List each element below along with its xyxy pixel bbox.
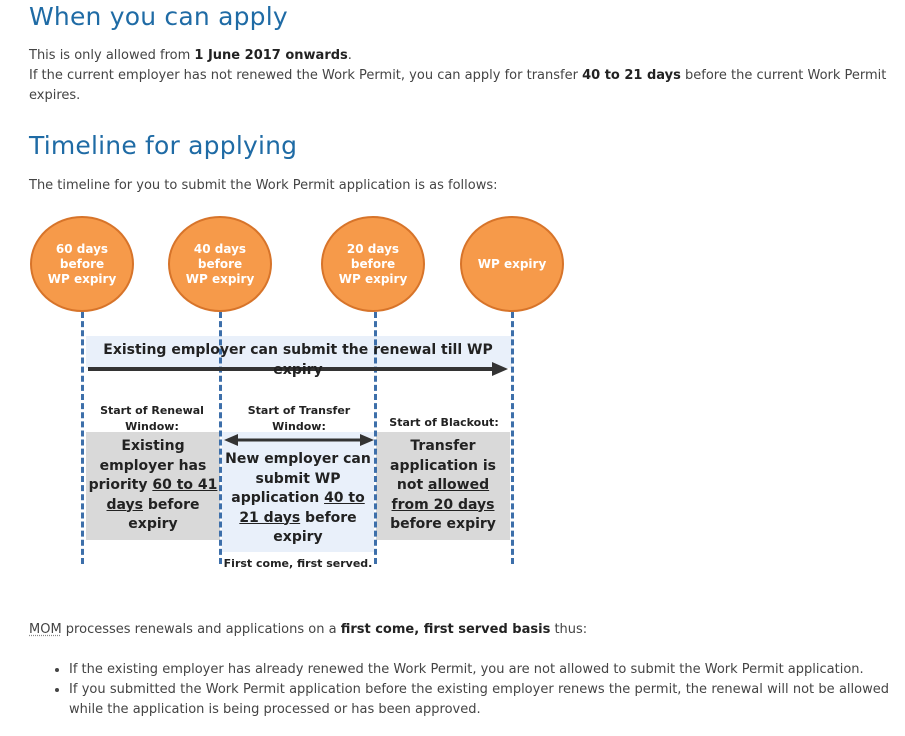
processing-paragraph: MOM processes renewals and applications …	[29, 620, 889, 640]
list-item: If you submitted the Work Permit applica…	[69, 680, 889, 720]
transfer-window-arrow	[224, 434, 374, 446]
line1-end: .	[347, 48, 352, 63]
timeline-marker-expiry	[511, 312, 514, 564]
heading-timeline: Timeline for applying	[29, 131, 298, 160]
transfer-window-box	[222, 432, 374, 552]
renewal-window-text: Existing employer has priority 60 to 41 …	[88, 438, 218, 532]
transfer-window-text: New employer can submit WP application 4…	[225, 451, 371, 545]
timeline-marker-40	[219, 312, 222, 564]
renewal-arrow	[88, 362, 508, 376]
mom-abbreviation[interactable]: MOM	[29, 622, 62, 637]
blackout-text: Transfer application is not allowed from…	[390, 438, 496, 532]
processing-end: thus:	[550, 622, 588, 637]
apply-paragraph: This is only allowed from 1 June 2017 on…	[29, 46, 889, 106]
processing-text: processes renewals and applications on a	[61, 622, 341, 637]
timeline-intro: The timeline for you to submit the Work …	[29, 178, 498, 193]
rules-list: If the existing employer has already ren…	[29, 660, 889, 720]
processing-bold: first come, first served basis	[340, 622, 551, 637]
line1-text: This is only allowed from	[29, 48, 195, 63]
line2-bold: 40 to 21 days	[582, 68, 681, 83]
renewal-band-text: Existing employer can submit the renewal…	[103, 342, 493, 378]
renewal-window-box	[86, 432, 220, 540]
blackout-box	[376, 432, 510, 540]
line2-text: If the current employer has not renewed …	[29, 68, 583, 83]
first-come-footnote: First come, first served.	[223, 557, 373, 570]
list-item: If the existing employer has already ren…	[69, 660, 889, 680]
milestone-wp-expiry: WP expiry	[460, 216, 564, 312]
renewal-band	[86, 336, 512, 368]
blackout-label: Start of Blackout:	[389, 416, 499, 429]
line2-end: before the current Work Permit expires.	[29, 68, 887, 103]
line1-bold: 1 June 2017 onwards	[194, 48, 348, 63]
timeline-marker-60	[81, 312, 84, 564]
heading-when-you-can-apply: When you can apply	[29, 2, 288, 31]
timeline-marker-20	[374, 312, 377, 564]
